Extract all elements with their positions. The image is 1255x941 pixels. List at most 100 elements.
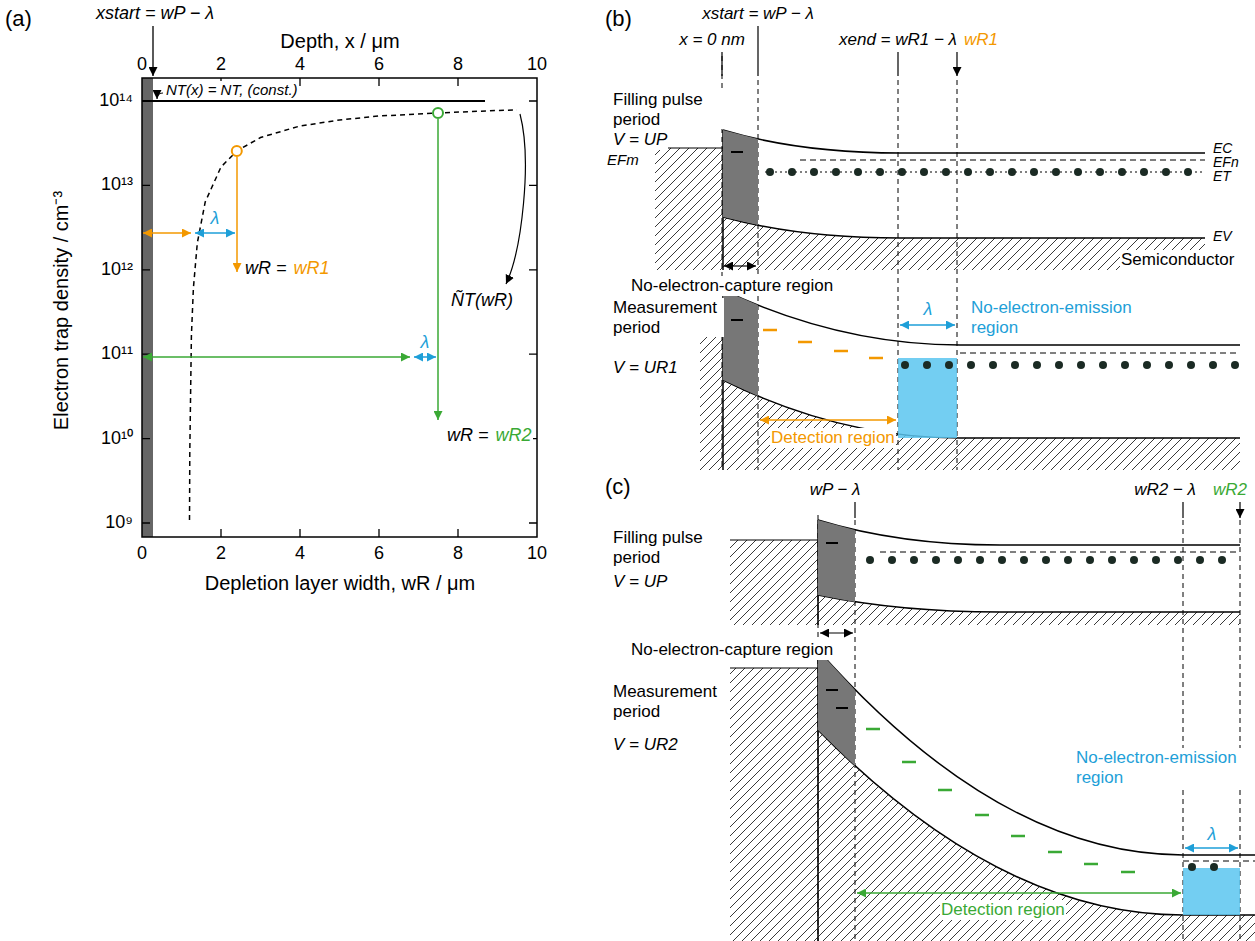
trap-dot — [1140, 168, 1148, 176]
band-diagram-c — [730, 502, 1255, 941]
region-label: No-electron-capture region — [630, 276, 834, 296]
trap-dot — [1152, 556, 1160, 564]
tick-label: 10¹⁴ — [98, 90, 134, 111]
trap-dot — [1231, 361, 1239, 369]
energy-label: EV — [1212, 228, 1233, 244]
trap-dot — [1030, 168, 1038, 176]
trap-dot — [810, 168, 818, 176]
tick-label: 2 — [215, 54, 227, 75]
trap-dot — [1033, 361, 1041, 369]
trap-dot — [1096, 168, 1104, 176]
lambda-label: λ — [1207, 824, 1218, 845]
voltage-label: V = UP — [612, 130, 668, 150]
trap-dot — [986, 168, 994, 176]
trap-density-plot — [142, 26, 537, 537]
lambda-label: λ — [420, 332, 431, 353]
tick-label: 6 — [373, 54, 385, 75]
trap-dot — [1086, 556, 1094, 564]
trap-dot — [1052, 168, 1060, 176]
panel-label: (a) — [4, 6, 33, 31]
trap-dot — [910, 556, 918, 564]
voltage-label: V = UR1 — [612, 358, 679, 378]
trap-dot — [1118, 168, 1126, 176]
trap-dot — [901, 361, 909, 369]
region-label: No-electron-capture region — [630, 640, 834, 660]
width-label: wR = — [244, 258, 288, 279]
trap-dot — [1165, 361, 1173, 369]
trap-dot — [788, 168, 796, 176]
trap-dot — [1130, 556, 1138, 564]
trap-dot — [1188, 863, 1196, 871]
energy-label: EFm — [606, 151, 640, 168]
tick-label: 4 — [294, 543, 306, 564]
trap-dot — [989, 361, 997, 369]
position-label: wP − λ — [809, 480, 862, 500]
trap-dot — [766, 168, 774, 176]
curve-label: ÑT(wR) — [450, 290, 514, 311]
trap-dot — [888, 556, 896, 564]
trap-dot — [1187, 361, 1195, 369]
trap-dot — [998, 556, 1006, 564]
energy-label: ET — [1212, 168, 1232, 184]
trap-dot — [1196, 556, 1204, 564]
trap-dot — [866, 556, 874, 564]
trap-dot — [932, 556, 940, 564]
tick-label: 0 — [136, 54, 148, 75]
trap-dot — [1008, 168, 1016, 176]
tick-label: 2 — [215, 543, 227, 564]
lambda-label: λ — [923, 299, 934, 320]
trap-dot — [976, 556, 984, 564]
voltage-label: V = UP — [612, 572, 668, 592]
trap-dot — [1121, 361, 1129, 369]
trap-dot — [1162, 168, 1170, 176]
trap-dot — [967, 361, 975, 369]
axis-annotation: xstart = wP − λ — [95, 3, 215, 24]
tick-label: 10¹² — [100, 259, 134, 280]
trap-dot — [1218, 556, 1226, 564]
trap-dot — [876, 168, 884, 176]
panel-label: (b) — [604, 6, 633, 31]
region-label: No-electron-emission region — [970, 298, 1147, 337]
width-label: wR = — [446, 425, 490, 446]
trap-dot — [1055, 361, 1063, 369]
trap-dot — [898, 168, 906, 176]
tick-label: 10¹³ — [100, 174, 134, 195]
tick-label: 8 — [452, 54, 464, 75]
voltage-label: V = UR2 — [612, 735, 679, 755]
trap-dot — [1074, 168, 1082, 176]
trap-dot — [964, 168, 972, 176]
trap-dot — [923, 361, 931, 369]
axis-title: Depletion layer width, wR / μm — [204, 572, 477, 595]
trap-dot — [942, 168, 950, 176]
trap-dot — [1020, 556, 1028, 564]
trap-dot — [1108, 556, 1116, 564]
position-label: wR2 − λ — [1133, 480, 1197, 500]
tick-label: 10 — [526, 543, 548, 564]
position-label: wR1 — [963, 30, 999, 50]
trap-dot — [945, 361, 953, 369]
period-label: Measurement period — [612, 298, 724, 337]
axis-title: Electron trap density / cm⁻³ — [51, 189, 74, 430]
tick-label: 10¹⁰ — [100, 428, 134, 449]
period-label: Measurement period — [612, 682, 724, 721]
trap-dot — [832, 168, 840, 176]
trap-dot — [1209, 361, 1217, 369]
position-label: x = 0 nm — [678, 30, 746, 50]
trap-dot — [1042, 556, 1050, 564]
tick-label: 6 — [373, 543, 385, 564]
trap-dot — [1099, 361, 1107, 369]
region-label: Detection region — [940, 900, 1066, 920]
tick-label: 8 — [452, 543, 464, 564]
tick-label: 10¹¹ — [100, 343, 134, 364]
position-label: wR2 — [1212, 480, 1248, 500]
tick-label: 4 — [294, 54, 306, 75]
region-label: No-electron-emission region — [1075, 748, 1247, 787]
trap-dot — [1011, 361, 1019, 369]
trap-dot — [954, 556, 962, 564]
trap-dot — [1077, 361, 1085, 369]
axis-title: Depth, x / μm — [279, 30, 400, 53]
trap-dot — [920, 168, 928, 176]
trap-dot — [854, 168, 862, 176]
panel-label: (c) — [604, 474, 632, 499]
